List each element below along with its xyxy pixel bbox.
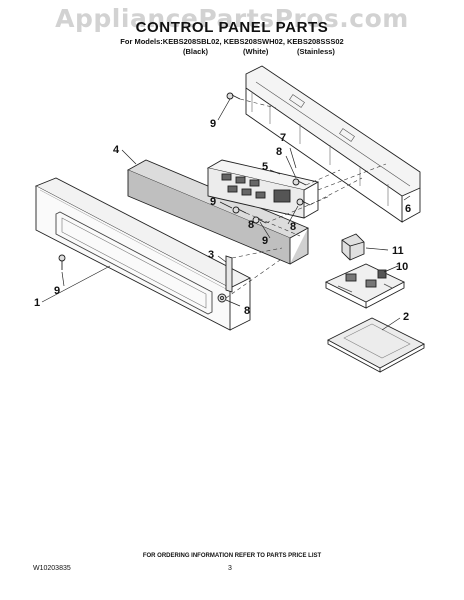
part-11-bracket	[341, 233, 365, 261]
part-number-labels: 9 7 8 5 4 9 8 6 8 9 11 3 10 9 2 1 8	[34, 118, 411, 323]
label-3: 3	[208, 249, 214, 261]
part-2-cover-plate	[327, 317, 425, 373]
page-number: 3	[228, 565, 232, 572]
screw-8-lower	[296, 198, 311, 206]
screw-set	[58, 92, 311, 303]
screw-8-front	[217, 293, 227, 303]
document-id: W10203835	[33, 565, 71, 572]
part-6-panel-bracket	[245, 65, 421, 223]
part-10-relay-board	[324, 263, 406, 309]
label-8-upper: 8	[276, 146, 282, 158]
finish-black: (Black)	[183, 47, 209, 56]
part-1-control-panel	[34, 177, 251, 331]
label-8-lower: 8	[290, 221, 296, 233]
alignment-lines	[225, 98, 387, 299]
screw-9-top	[226, 92, 241, 100]
ordering-note: FOR ORDERING INFORMATION REFER TO PARTS …	[142, 553, 322, 559]
label-9-left: 9	[54, 285, 60, 297]
label-7: 7	[280, 132, 286, 144]
label-9-top: 9	[210, 118, 216, 130]
watermark: AppliancePartsPros.com	[55, 4, 409, 33]
label-11: 11	[392, 245, 404, 257]
label-5: 5	[262, 161, 268, 173]
label-8-mid: 8	[248, 219, 254, 231]
label-9-board: 9	[210, 196, 216, 208]
label-6: 6	[405, 203, 411, 215]
label-4: 4	[113, 144, 120, 156]
screw-9-board	[232, 206, 247, 214]
label-1: 1	[34, 297, 40, 309]
screw-9-left	[58, 254, 66, 270]
part-3-clip	[225, 255, 233, 293]
label-10: 10	[396, 261, 408, 273]
models-line: For Models:KEBS208SBL02, KEBS208SWH02, K…	[120, 37, 344, 46]
page-title: CONTROL PANEL PARTS	[135, 19, 329, 36]
finish-white: (White)	[243, 47, 269, 56]
finish-stainless: (Stainless)	[297, 47, 335, 56]
leader-lines	[41, 98, 411, 331]
part-5-control-board	[206, 159, 320, 219]
part-4-overlay	[126, 159, 310, 265]
label-2: 2	[403, 311, 409, 323]
screw-8-upper	[292, 178, 307, 186]
label-9-mid: 9	[262, 235, 268, 247]
label-8-front: 8	[244, 305, 250, 317]
